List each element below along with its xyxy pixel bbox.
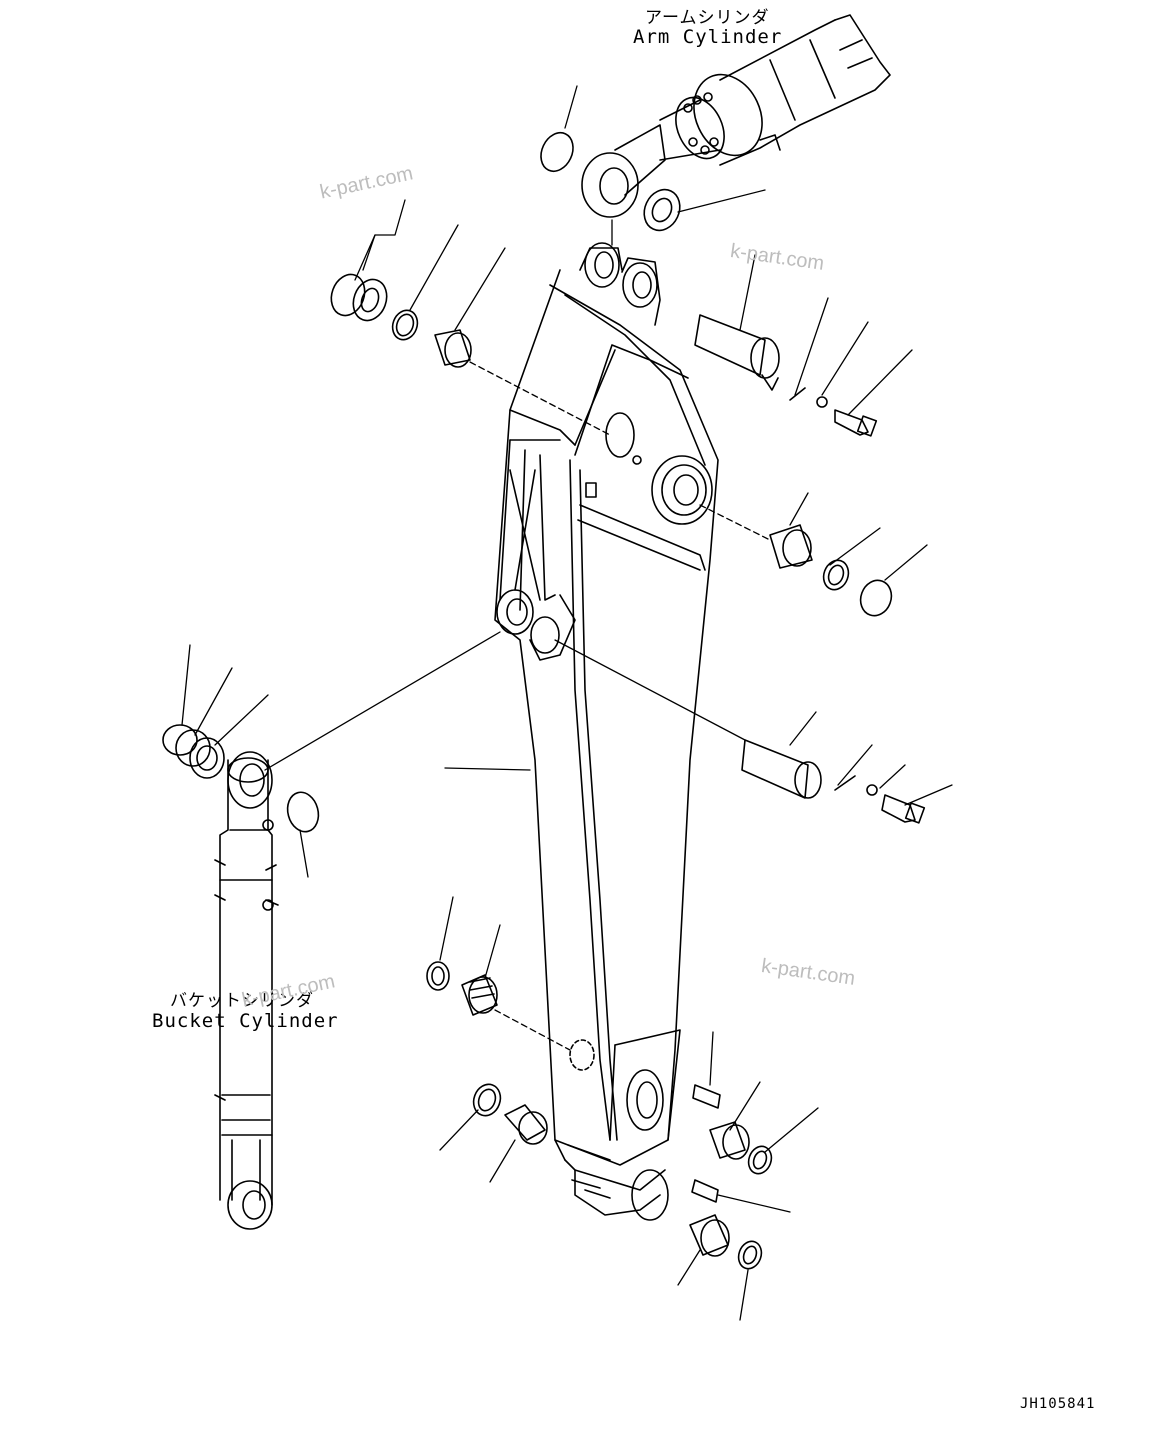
hardware-parts: [163, 128, 924, 1272]
bucket-cylinder-label-en: Bucket Cylinder: [152, 1010, 339, 1032]
leader-lines: [182, 86, 952, 1320]
arm-body: [495, 243, 718, 1220]
bucket-cylinder-label-jp: バケットシリンダ: [170, 991, 314, 1011]
arm-cylinder-label-en: Arm Cylinder: [633, 26, 783, 48]
document-id: JH105841: [1020, 1396, 1096, 1412]
arm-cylinder: [582, 15, 890, 217]
arm-cylinder-label-jp: アームシリンダ: [645, 8, 770, 28]
bucket-cylinder: [215, 752, 278, 1229]
